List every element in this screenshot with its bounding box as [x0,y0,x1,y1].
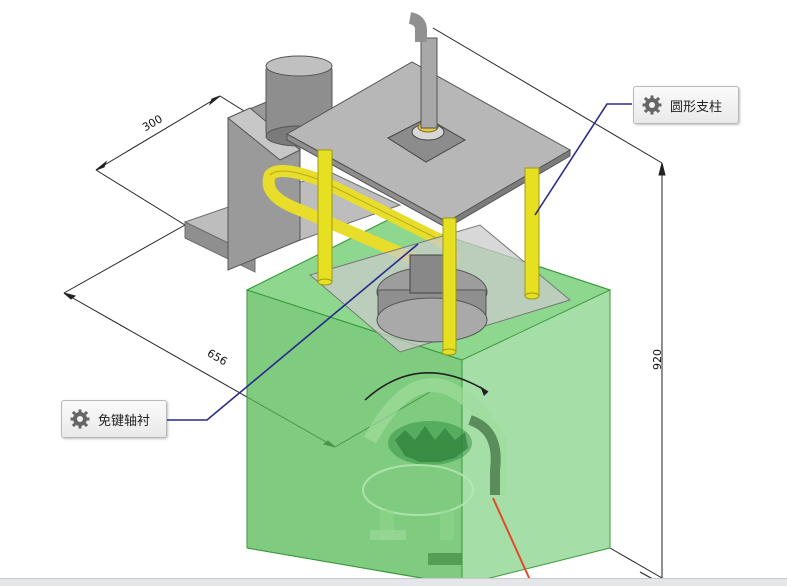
bottom-status-strip [0,578,787,586]
callout-keyless-bushing[interactable]: 免键轴衬 [61,400,167,438]
leader-lines [165,103,632,421]
lower-bearing [308,224,572,353]
callout-label: 圆形支柱 [670,99,723,115]
gear-icon [642,95,662,115]
water-tank [245,217,612,585]
gear-icon [70,409,90,429]
dimension-920: 920 [651,349,664,370]
callout-round-column[interactable]: 圆形支柱 [633,86,739,124]
callout-label: 免键轴衬 [98,413,151,429]
dimension-656: 656 [205,347,230,369]
round-columns [317,149,540,356]
